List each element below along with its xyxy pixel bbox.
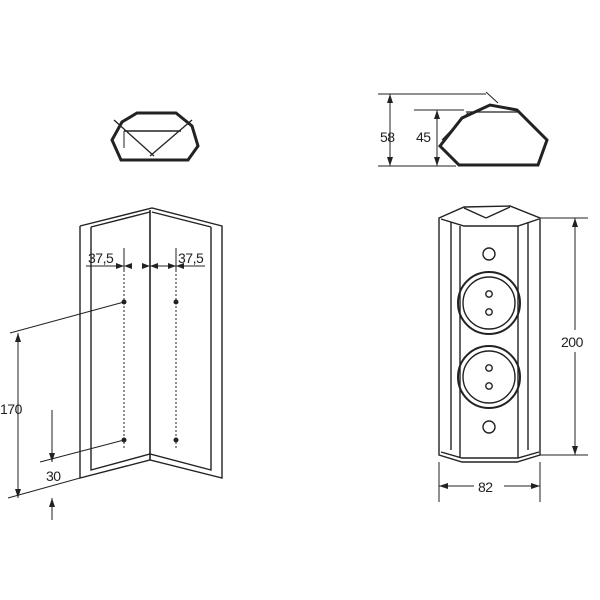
hole-centerlines [123,262,177,448]
mounting-hole-right-top [173,299,179,305]
socket-outlet-upper [457,271,521,335]
mounting-hole-right-bottom [173,437,179,443]
top-height-dimension-lines [378,93,486,167]
screw-hole-bottom [482,420,496,434]
body-dimension-lines [438,217,588,502]
dim-top-height-inner: 45 [416,129,431,145]
dim-height-label-bg [566,330,592,352]
socket-outlet-lower [457,345,521,409]
screw-hole-top [482,247,496,261]
dim-spacing-left: 37,5 [88,250,114,266]
dim-hole-bottom-offset: 30 [46,468,61,484]
dim-body-width: 82 [478,479,493,495]
socket-top-view [437,91,549,167]
dim-spacing-right: 37,5 [178,250,204,266]
bracket-top-view [110,111,200,162]
dim-top-height-outer: 58 [380,129,395,145]
vertical-dimension-lines [7,301,125,520]
bracket-front-view [79,207,223,479]
dim-width-label-bg [474,478,504,494]
spacing-dimension-lines [86,248,205,272]
dim-hole-vertical: 170 [0,401,23,417]
screw-holes [482,247,496,434]
dim-body-height: 200 [561,334,584,350]
